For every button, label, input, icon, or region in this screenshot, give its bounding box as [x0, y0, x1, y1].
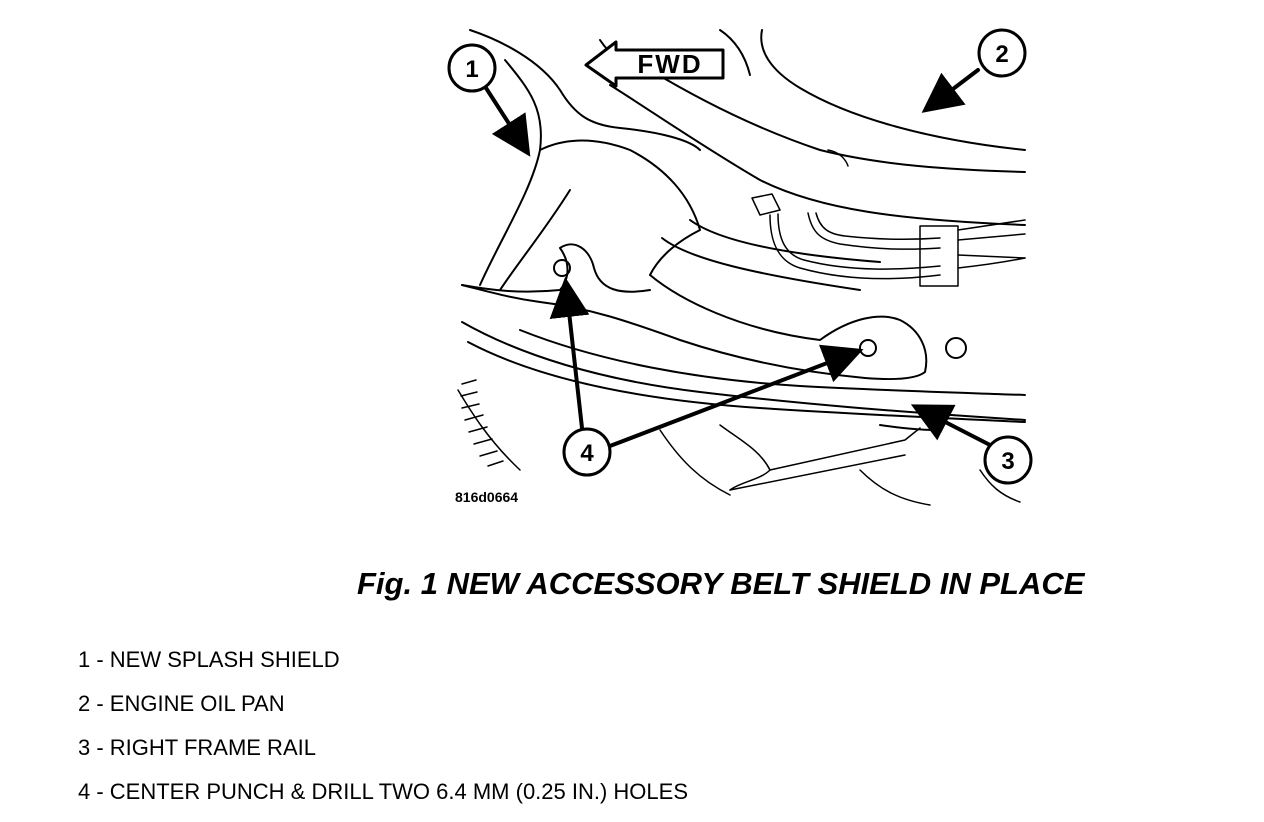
figure-caption: Fig. 1 NEW ACCESSORY BELT SHIELD IN PLAC… — [357, 566, 1085, 601]
lower-suspension — [659, 424, 1021, 506]
leader-3 — [910, 404, 992, 447]
leader-4b — [608, 344, 864, 448]
callout-2: 2 — [977, 28, 1027, 78]
legend-item-3: 3 - RIGHT FRAME RAIL — [78, 735, 316, 760]
frame-rail — [461, 321, 1026, 431]
leader-1 — [484, 86, 531, 157]
callout-3: 3 — [983, 435, 1033, 485]
leader-4a — [549, 277, 590, 430]
image-code: 816d0664 — [455, 489, 518, 505]
illustration: FWD 1 2 3 4 816d0664 — [447, 28, 1033, 506]
callout-3-label: 3 — [1001, 448, 1014, 475]
legend-item-4: 4 - CENTER PUNCH & DRILL TWO 6.4 MM (0.2… — [78, 779, 689, 804]
hole-left — [553, 259, 571, 277]
fwd-label: FWD — [637, 49, 702, 79]
callout-4-label: 4 — [580, 440, 594, 467]
legend-item-2: 2 - ENGINE OIL PAN — [78, 691, 285, 716]
hose-assembly — [751, 149, 1026, 287]
legend-item-1: 1 - NEW SPLASH SHIELD — [78, 647, 340, 672]
callout-2-label: 2 — [995, 41, 1008, 68]
callout-4: 4 — [562, 427, 612, 477]
splash-shield — [461, 29, 928, 381]
legend-list: 1 - NEW SPLASH SHIELD 2 - ENGINE OIL PAN… — [78, 646, 688, 822]
hole-right — [859, 339, 877, 357]
leader-2 — [921, 68, 980, 113]
callout-1-label: 1 — [465, 56, 478, 83]
fwd-arrow: FWD — [584, 40, 725, 88]
tire-tread — [457, 379, 521, 471]
callout-1: 1 — [447, 43, 497, 93]
